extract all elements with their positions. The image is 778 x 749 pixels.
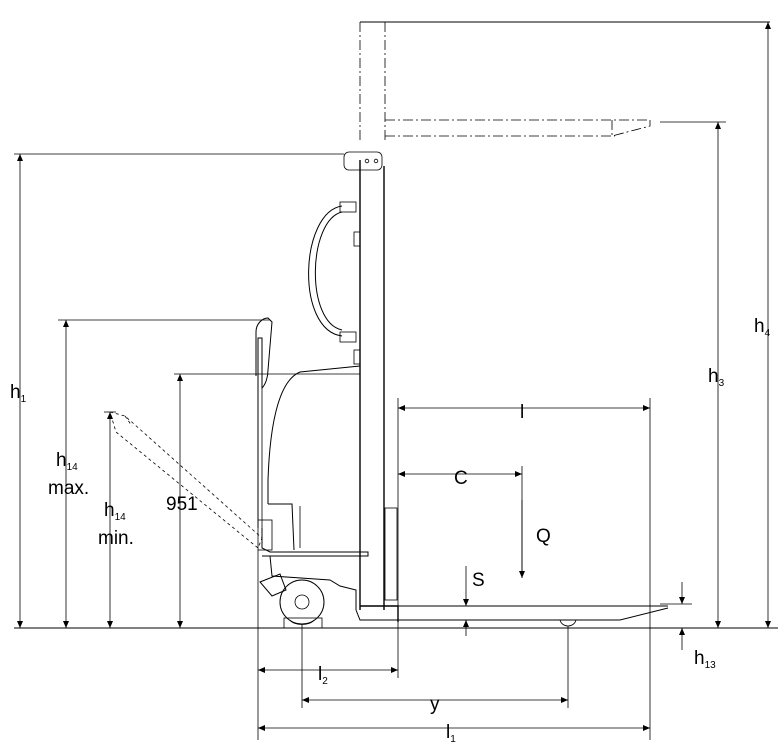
- label-h14-min-suffix: min.: [98, 528, 134, 549]
- dimension-h13: [660, 582, 692, 650]
- dimension-h3: [660, 121, 726, 628]
- label-c: C: [454, 468, 468, 489]
- fork: [360, 605, 669, 627]
- dimension-h1: [14, 153, 344, 628]
- dimension-y: [301, 624, 569, 708]
- label-h4: h4: [754, 316, 771, 339]
- label-h14-max-suffix: max.: [48, 478, 89, 499]
- label-l1: l1: [446, 722, 456, 745]
- hydraulic-hose: [308, 201, 357, 343]
- label-q: Q: [536, 526, 551, 547]
- dimension-951: [174, 373, 360, 628]
- label-h1: h1: [10, 382, 27, 405]
- label-h3: h3: [708, 366, 725, 389]
- mast: [343, 151, 398, 610]
- raised-mast-outline: [359, 21, 770, 140]
- label-951: 951: [166, 494, 198, 515]
- label-s: S: [472, 570, 485, 591]
- tiller-upright: [255, 317, 273, 528]
- label-h14-min: h14: [104, 500, 126, 523]
- label-l: l: [520, 402, 524, 423]
- dimension-l: [397, 398, 651, 740]
- label-l2: l2: [318, 664, 328, 687]
- label-h14-max: h14: [56, 450, 78, 473]
- dimension-h14-max: [58, 319, 270, 628]
- dimension-h14-min: [104, 411, 116, 628]
- tiller-lowered: [109, 411, 263, 549]
- label-h13: h13: [694, 648, 716, 671]
- dimension-l2: [257, 550, 399, 740]
- truck-body: [257, 365, 398, 621]
- label-y: y: [430, 694, 440, 715]
- drive-wheel: [259, 573, 325, 629]
